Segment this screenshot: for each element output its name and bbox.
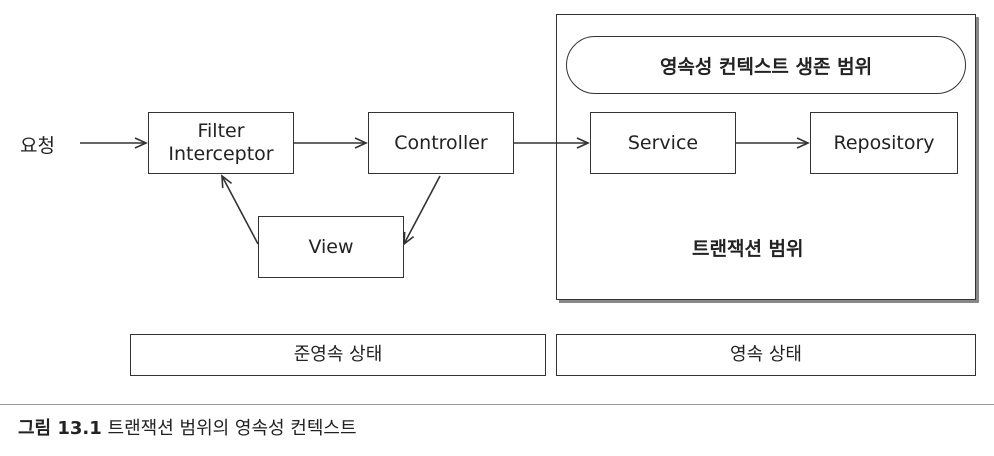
controller-label: Controller: [394, 131, 488, 154]
persistent-state-box: 영속 상태: [556, 334, 976, 376]
filter-label: Filter: [197, 120, 245, 143]
persistence-context-scope-pill: 영속성 컨텍스트 생존 범위: [566, 36, 966, 94]
repository-box: Repository: [810, 112, 958, 174]
request-label: 요청: [20, 135, 55, 157]
caption-text: 트랜잭션 범위의 영속성 컨텍스트: [107, 418, 357, 439]
controller-to-view-arrow: [403, 175, 441, 246]
repository-label: Repository: [833, 131, 935, 154]
view-to-filter-arrow: [221, 174, 259, 245]
quasi-persistent-state-label: 준영속 상태: [293, 344, 383, 366]
view-box: View: [258, 216, 404, 278]
quasi-persistent-state-box: 준영속 상태: [130, 334, 546, 376]
persistence-context-scope-label: 영속성 컨텍스트 생존 범위: [659, 55, 873, 78]
controller-box: Controller: [368, 112, 514, 174]
transaction-scope-label: 트랜잭션 범위: [692, 238, 804, 260]
filter-interceptor-box: Filter Interceptor: [148, 112, 294, 174]
caption-figure-number: 그림 13.1: [18, 418, 102, 439]
service-box: Service: [590, 112, 736, 174]
persistent-state-label: 영속 상태: [730, 344, 802, 366]
service-label: Service: [627, 131, 699, 154]
view-label: View: [308, 235, 354, 258]
figure-caption: 그림 13.1 트랜잭션 범위의 영속성 컨텍스트: [18, 414, 357, 440]
caption-divider: [0, 404, 994, 405]
interceptor-label: Interceptor: [168, 143, 274, 165]
